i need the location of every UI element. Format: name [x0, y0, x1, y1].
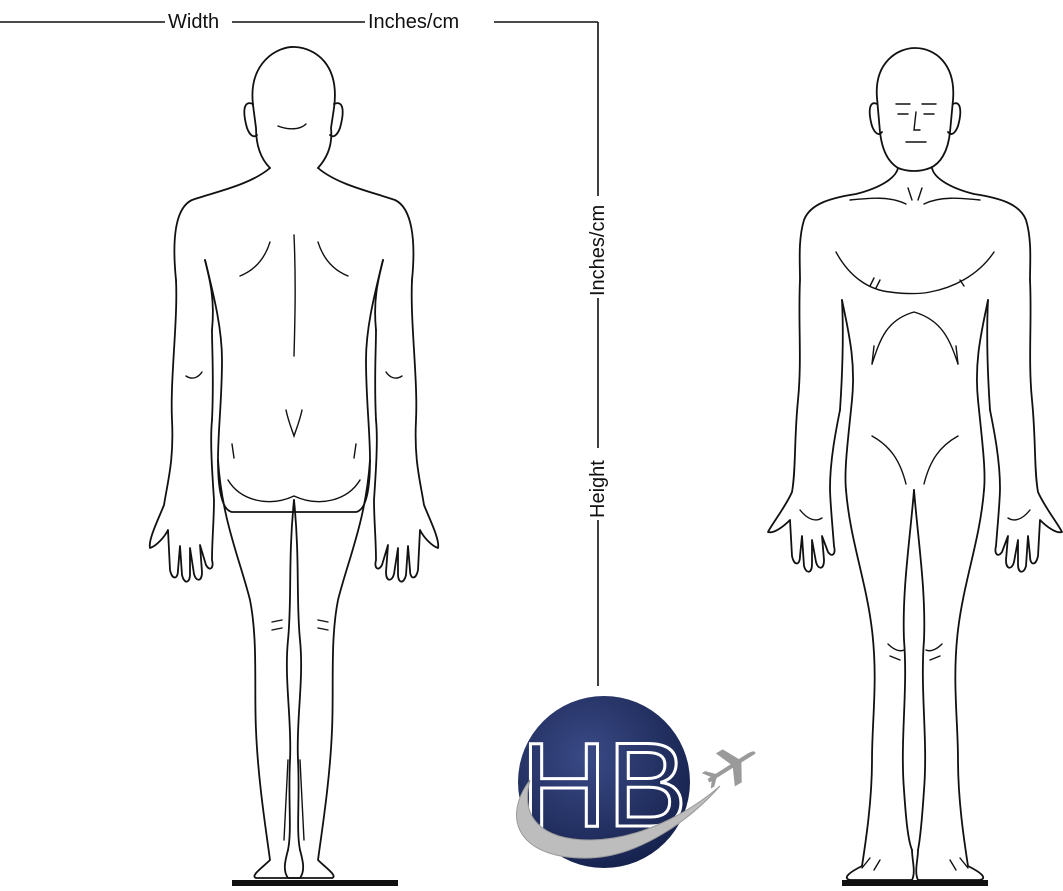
height-dimension: Inches/cm Height [587, 22, 609, 686]
height-label: Height [587, 460, 609, 518]
airplane-icon [697, 736, 765, 797]
front-view-base [842, 880, 988, 886]
inches-top-label: Inches/cm [368, 11, 459, 33]
width-label: Width [168, 11, 219, 33]
back-view-figure [150, 47, 439, 886]
hb-logo: HB [517, 696, 765, 868]
width-dimension: Width Inches/cm [0, 11, 598, 33]
front-view-figure [768, 48, 1062, 886]
back-view-base [232, 880, 398, 886]
inches-side-label: Inches/cm [587, 205, 609, 296]
